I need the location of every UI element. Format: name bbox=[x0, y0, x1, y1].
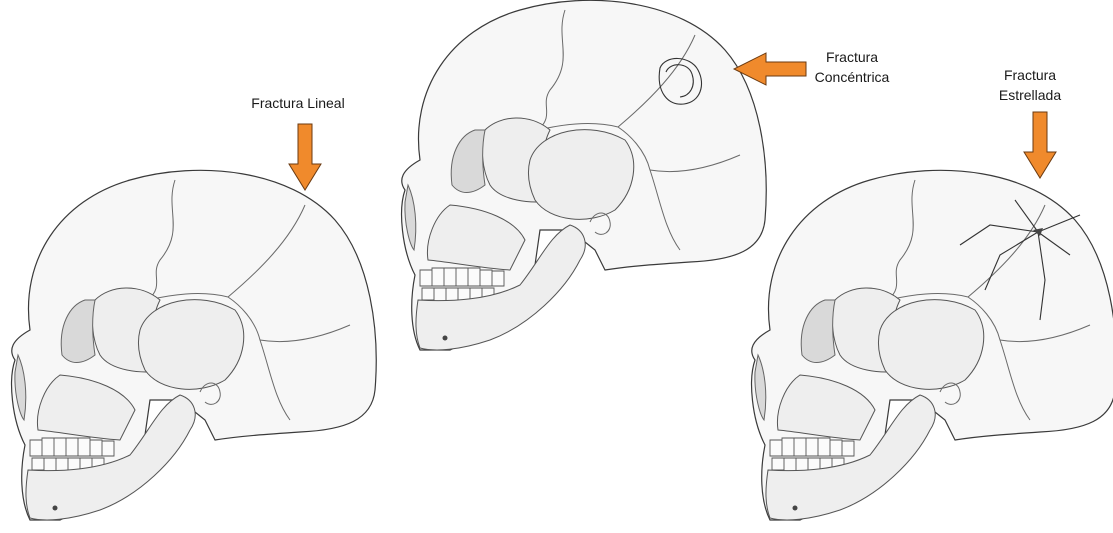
label-stellate-line1: Fractura bbox=[1004, 67, 1056, 83]
arrow-linear bbox=[289, 124, 321, 190]
label-linear-fracture: Fractura Lineal bbox=[251, 95, 344, 111]
label-concentric-line2: Concéntrica bbox=[815, 69, 890, 85]
skull-concentric bbox=[402, 0, 767, 350]
arrow-stellate bbox=[1024, 112, 1056, 178]
arrow-linear-shape bbox=[289, 124, 321, 190]
skull-linear bbox=[12, 170, 377, 520]
skull-stellate bbox=[752, 170, 1113, 520]
label-stellate-line2: Estrellada bbox=[999, 87, 1061, 103]
arrow-stellate-shape bbox=[1024, 112, 1056, 178]
label-concentric-line1: Fractura bbox=[826, 49, 878, 65]
